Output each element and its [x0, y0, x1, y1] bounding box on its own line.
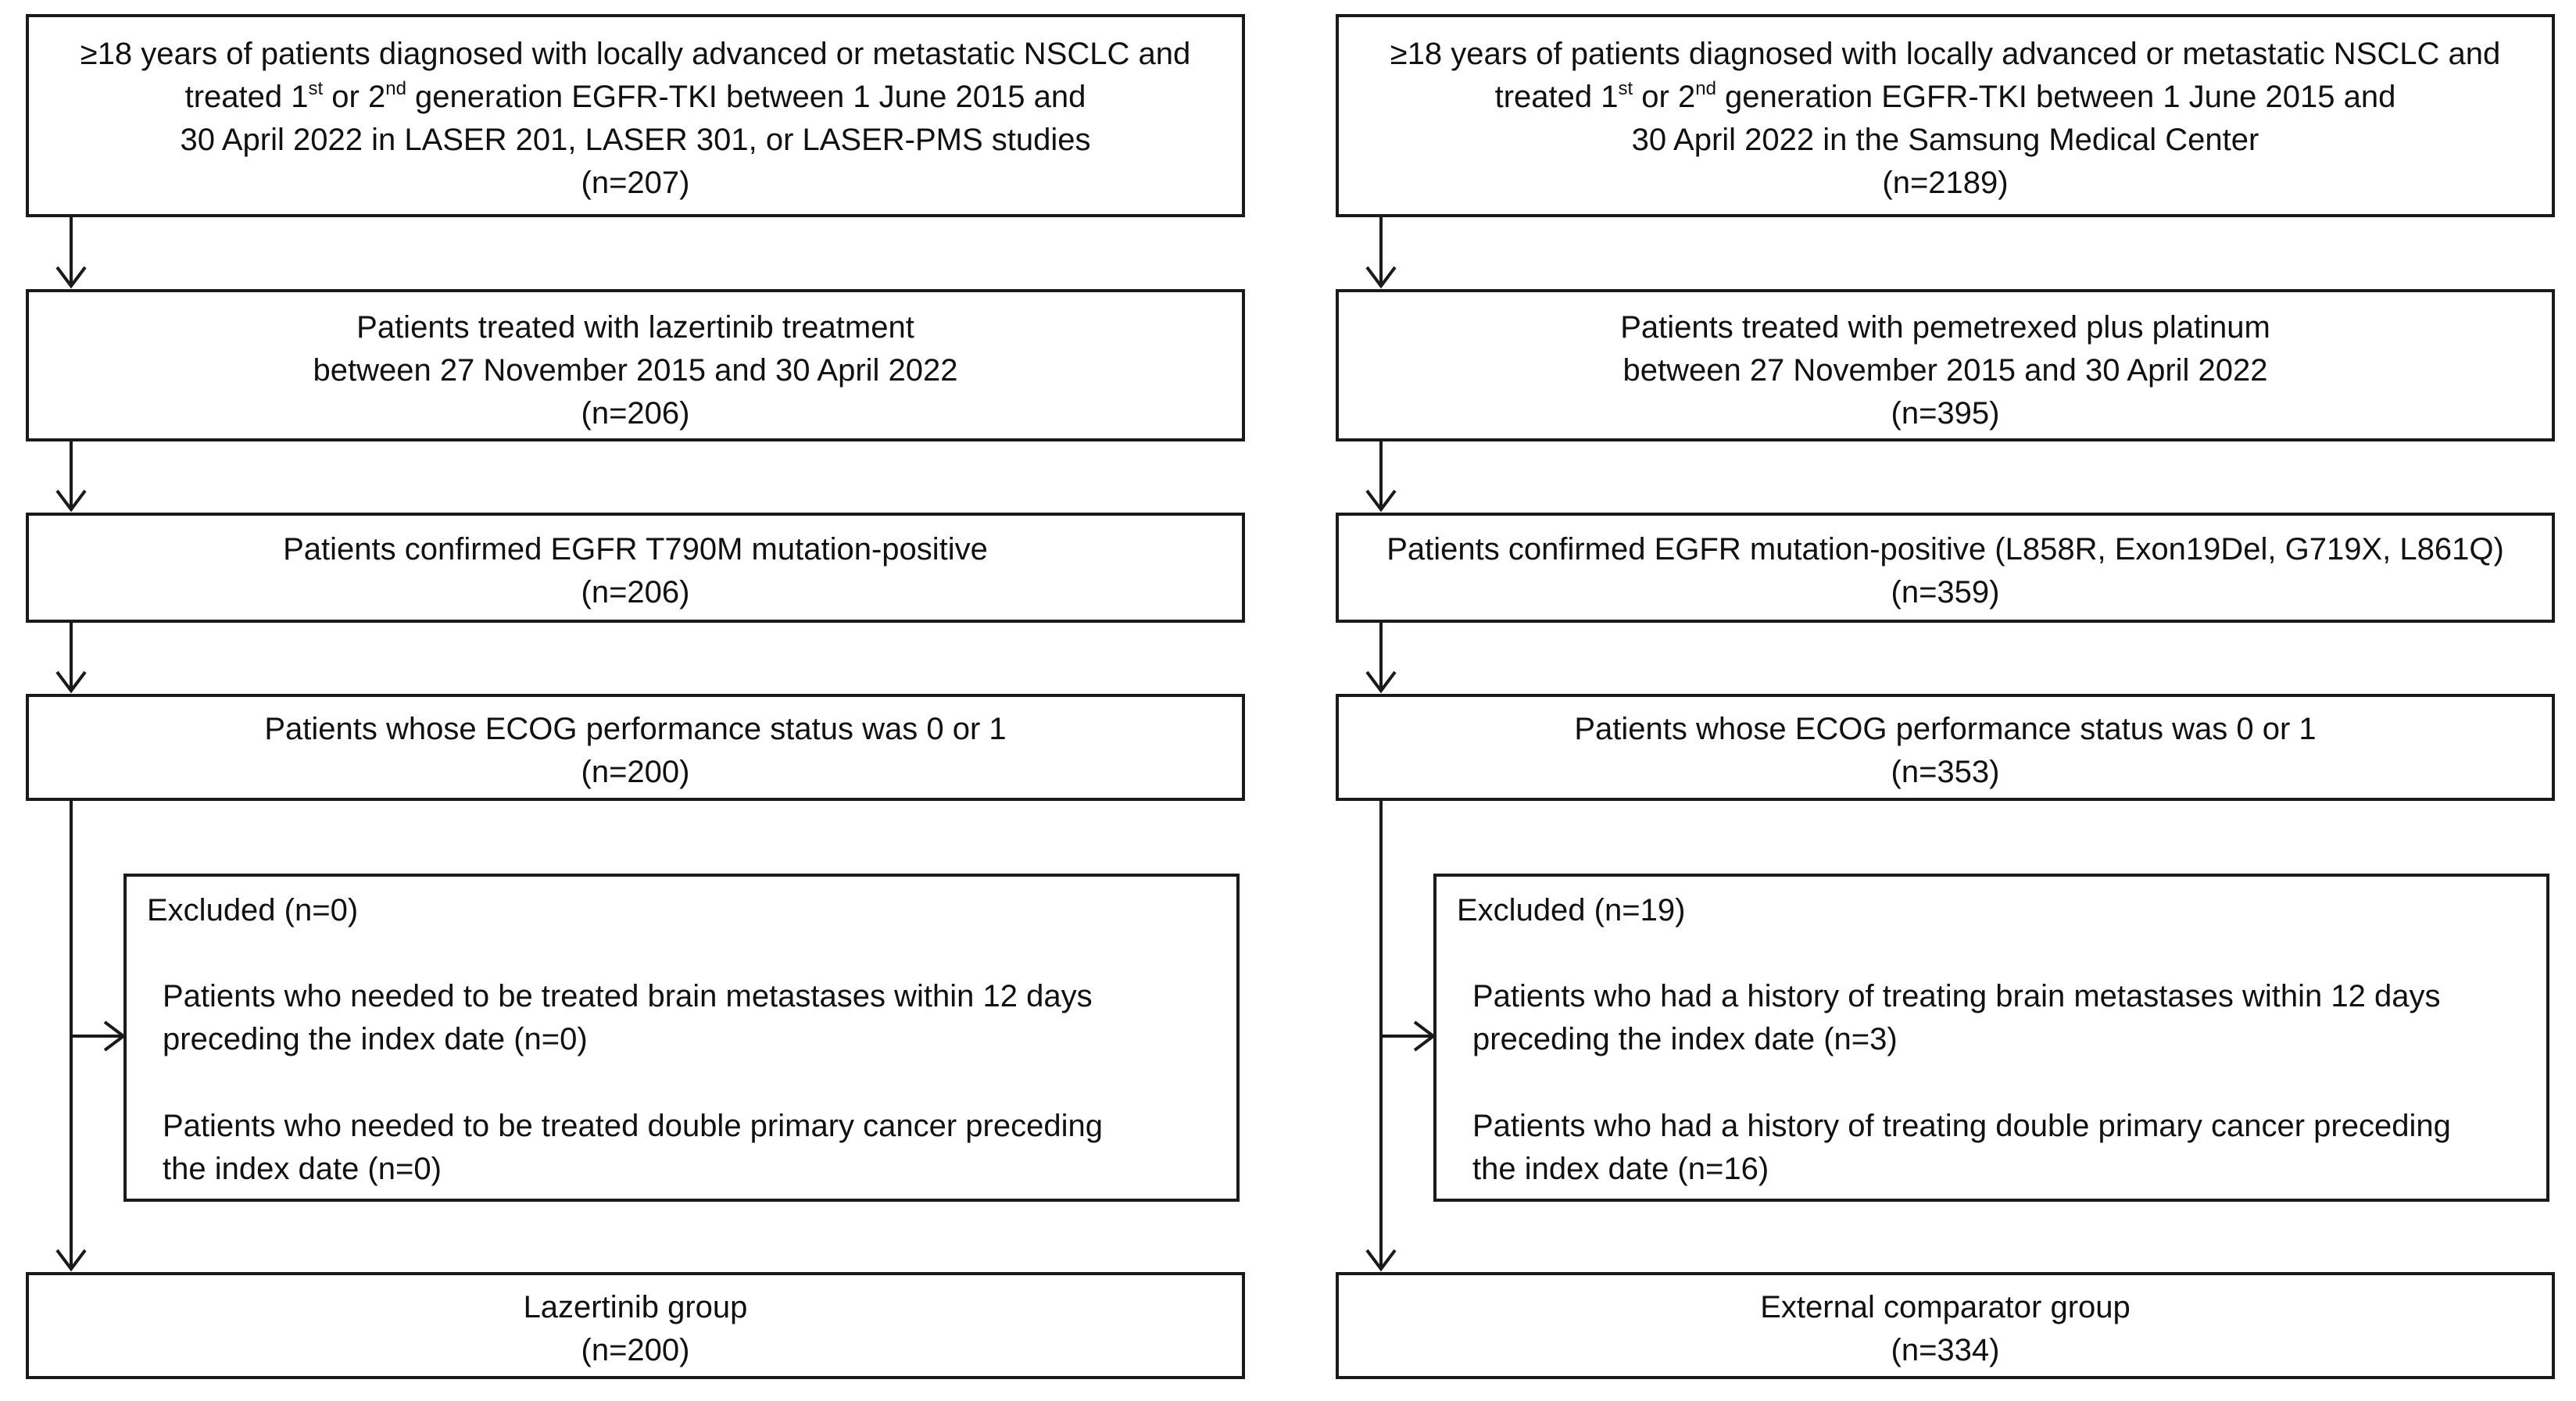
right-eligibility-line3: 30 April 2022 in the Samsung Medical Cen… — [1631, 123, 2259, 157]
right-mutation-box: Patients confirmed EGFR mutation-positiv… — [1336, 513, 2555, 623]
left-treatment-line2: between 27 November 2015 and 30 April 20… — [313, 353, 958, 388]
right-ecog-count: (n=353) — [1891, 755, 2000, 789]
left-excluded-item-1: Patients who needed to be treated brain … — [163, 975, 1093, 1061]
left-final-box: Lazertinib group (n=200) — [26, 1272, 1245, 1379]
right-treatment-count: (n=395) — [1891, 396, 2000, 431]
right-eligibility-box: ≥18 years of patients diagnosed with loc… — [1336, 14, 2555, 217]
right-eligibility-count: (n=2189) — [1882, 166, 2009, 200]
right-excluded-item-2: Patients who had a history of treating d… — [1472, 1105, 2451, 1191]
right-excluded-title: Excluded (n=19) — [1457, 893, 1686, 927]
right-treatment-box: Patients treated with pemetrexed plus pl… — [1336, 289, 2555, 441]
right-excluded-item-2-line1: Patients who had a history of treating d… — [1472, 1109, 2451, 1143]
left-eligibility-count: (n=207) — [581, 166, 690, 200]
left-mutation-box: Patients confirmed EGFR T790M mutation-p… — [26, 513, 1245, 623]
left-mutation-line1: Patients confirmed EGFR T790M mutation-p… — [283, 532, 988, 566]
right-final-box: External comparator group (n=334) — [1336, 1272, 2555, 1379]
right-treatment-line2: between 27 November 2015 and 30 April 20… — [1623, 353, 2268, 388]
right-mutation-line1: Patients confirmed EGFR mutation-positiv… — [1386, 532, 2504, 566]
left-excluded-item-1-line1: Patients who needed to be treated brain … — [163, 979, 1093, 1013]
right-excluded-item-1-line2: preceding the index date (n=3) — [1472, 1022, 1898, 1056]
right-excluded-item-1-line1: Patients who had a history of treating b… — [1472, 979, 2441, 1013]
left-eligibility-line3: 30 April 2022 in LASER 201, LASER 301, o… — [180, 123, 1091, 157]
right-mutation-count: (n=359) — [1891, 575, 2000, 609]
right-ecog-line1: Patients whose ECOG performance status w… — [1574, 712, 2317, 746]
left-eligibility-box: ≥18 years of patients diagnosed with loc… — [26, 14, 1245, 217]
left-treatment-line1: Patients treated with lazertinib treatme… — [356, 310, 914, 345]
arrowhead-left-3 — [55, 670, 87, 694]
right-excluded-box: Excluded (n=19) Patients who had a histo… — [1433, 874, 2549, 1202]
arrowhead-right-3 — [1365, 670, 1397, 694]
left-treatment-box: Patients treated with lazertinib treatme… — [26, 289, 1245, 441]
left-excluded-item-2-line1: Patients who needed to be treated double… — [163, 1109, 1103, 1143]
arrowhead-right-1 — [1365, 266, 1397, 289]
left-excluded-item-2: Patients who needed to be treated double… — [163, 1105, 1103, 1191]
left-eligibility-line1: ≥18 years of patients diagnosed with loc… — [80, 37, 1191, 71]
left-treatment-count: (n=206) — [581, 396, 690, 431]
left-excluded-box: Excluded (n=0) Patients who needed to be… — [123, 874, 1240, 1202]
arrowhead-right-4 — [1365, 1249, 1397, 1272]
arrowhead-right-2 — [1365, 489, 1397, 513]
left-mutation-count: (n=206) — [581, 575, 690, 609]
right-eligibility-line1: ≥18 years of patients diagnosed with loc… — [1390, 37, 2501, 71]
left-ecog-line1: Patients whose ECOG performance status w… — [264, 712, 1007, 746]
left-final-count: (n=200) — [581, 1333, 690, 1367]
right-excluded-item-1: Patients who had a history of treating b… — [1472, 975, 2440, 1061]
right-treatment-line1: Patients treated with pemetrexed plus pl… — [1620, 310, 2270, 345]
left-excluded-item-1-line2: preceding the index date (n=0) — [163, 1022, 588, 1056]
arrowhead-left-2 — [55, 489, 87, 513]
right-ecog-box: Patients whose ECOG performance status w… — [1336, 694, 2555, 801]
arrowhead-left-1 — [55, 266, 87, 289]
left-final-line1: Lazertinib group — [523, 1290, 748, 1324]
right-final-line1: External comparator group — [1760, 1290, 2131, 1324]
left-excluded-title: Excluded (n=0) — [147, 893, 359, 927]
left-ecog-box: Patients whose ECOG performance status w… — [26, 694, 1245, 801]
right-final-count: (n=334) — [1891, 1333, 2000, 1367]
arrowhead-left-4 — [55, 1249, 87, 1272]
right-eligibility-line2: treated 1st or 2nd generation EGFR-TKI b… — [1494, 77, 2396, 114]
left-excluded-item-2-line2: the index date (n=0) — [163, 1152, 442, 1186]
left-eligibility-line2: treated 1st or 2nd generation EGFR-TKI b… — [184, 77, 1086, 114]
right-excluded-item-2-line2: the index date (n=16) — [1472, 1152, 1769, 1186]
left-ecog-count: (n=200) — [581, 755, 690, 789]
